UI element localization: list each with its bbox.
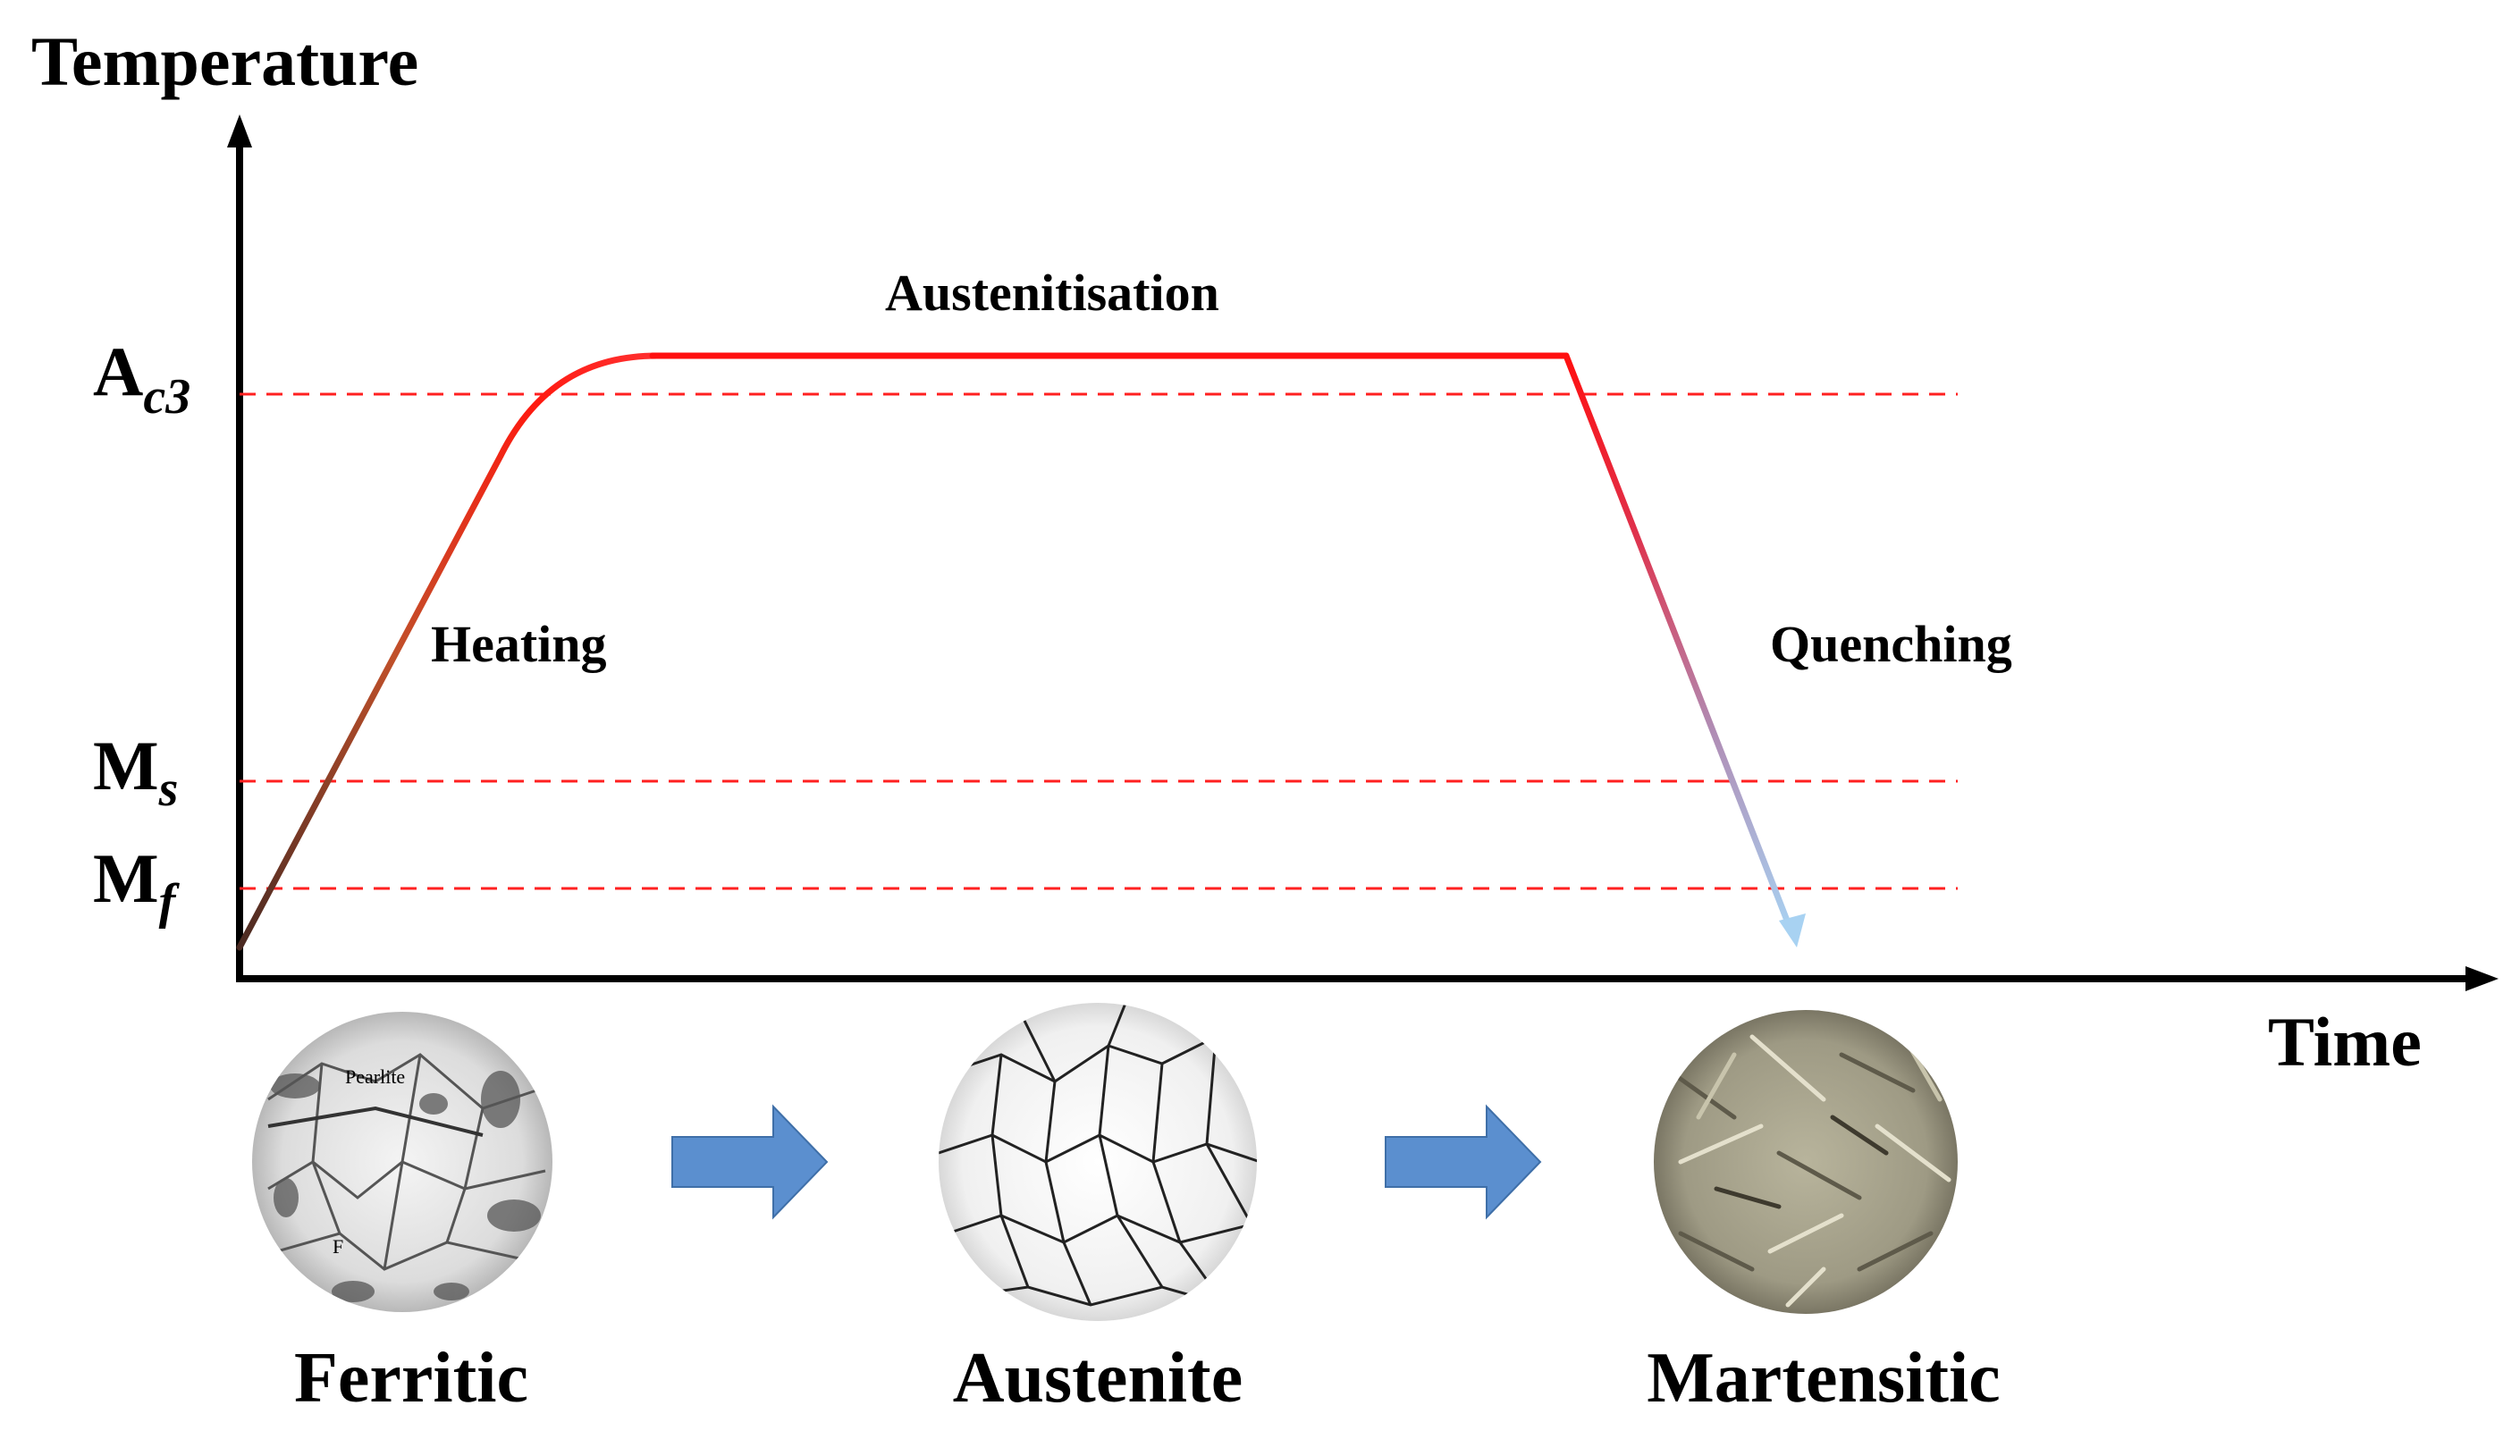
ferrite-inset-label: F bbox=[333, 1235, 343, 1258]
x-axis-arrowhead bbox=[2465, 966, 2499, 991]
axes bbox=[227, 114, 2499, 991]
mf-label: Mf bbox=[93, 839, 181, 930]
martensitic-micrograph bbox=[1654, 1010, 1958, 1314]
ms-label: Ms bbox=[93, 727, 178, 817]
y-axis-label: Temperature bbox=[31, 22, 418, 100]
martensitic-label: Martensitic bbox=[1647, 1339, 2000, 1418]
ferritic-label: Ferritic bbox=[294, 1339, 528, 1418]
transition-arrow-1 bbox=[671, 1104, 829, 1220]
quenching-segment bbox=[1563, 352, 1794, 933]
heating-segment bbox=[236, 352, 661, 951]
transition-arrow-2 bbox=[1385, 1104, 1542, 1220]
threshold-lines bbox=[240, 392, 1958, 890]
pearlite-inset-label: Pearlite bbox=[345, 1065, 405, 1088]
austenite-micrograph bbox=[939, 1003, 1257, 1321]
ferritic-micrograph: Pearlite F bbox=[252, 1012, 552, 1312]
austenitisation-label: Austenitisation bbox=[885, 264, 1219, 322]
heating-label: Heating bbox=[431, 615, 607, 673]
x-axis-label: Time bbox=[2268, 1003, 2422, 1081]
quench-arrowhead bbox=[1779, 913, 1806, 947]
y-axis-arrowhead bbox=[227, 114, 252, 147]
temperature-curve bbox=[236, 352, 1806, 951]
ac3-label: Ac3 bbox=[93, 332, 190, 425]
quenching-label: Quenching bbox=[1770, 615, 2012, 673]
austenite-label: Austenite bbox=[953, 1339, 1243, 1418]
